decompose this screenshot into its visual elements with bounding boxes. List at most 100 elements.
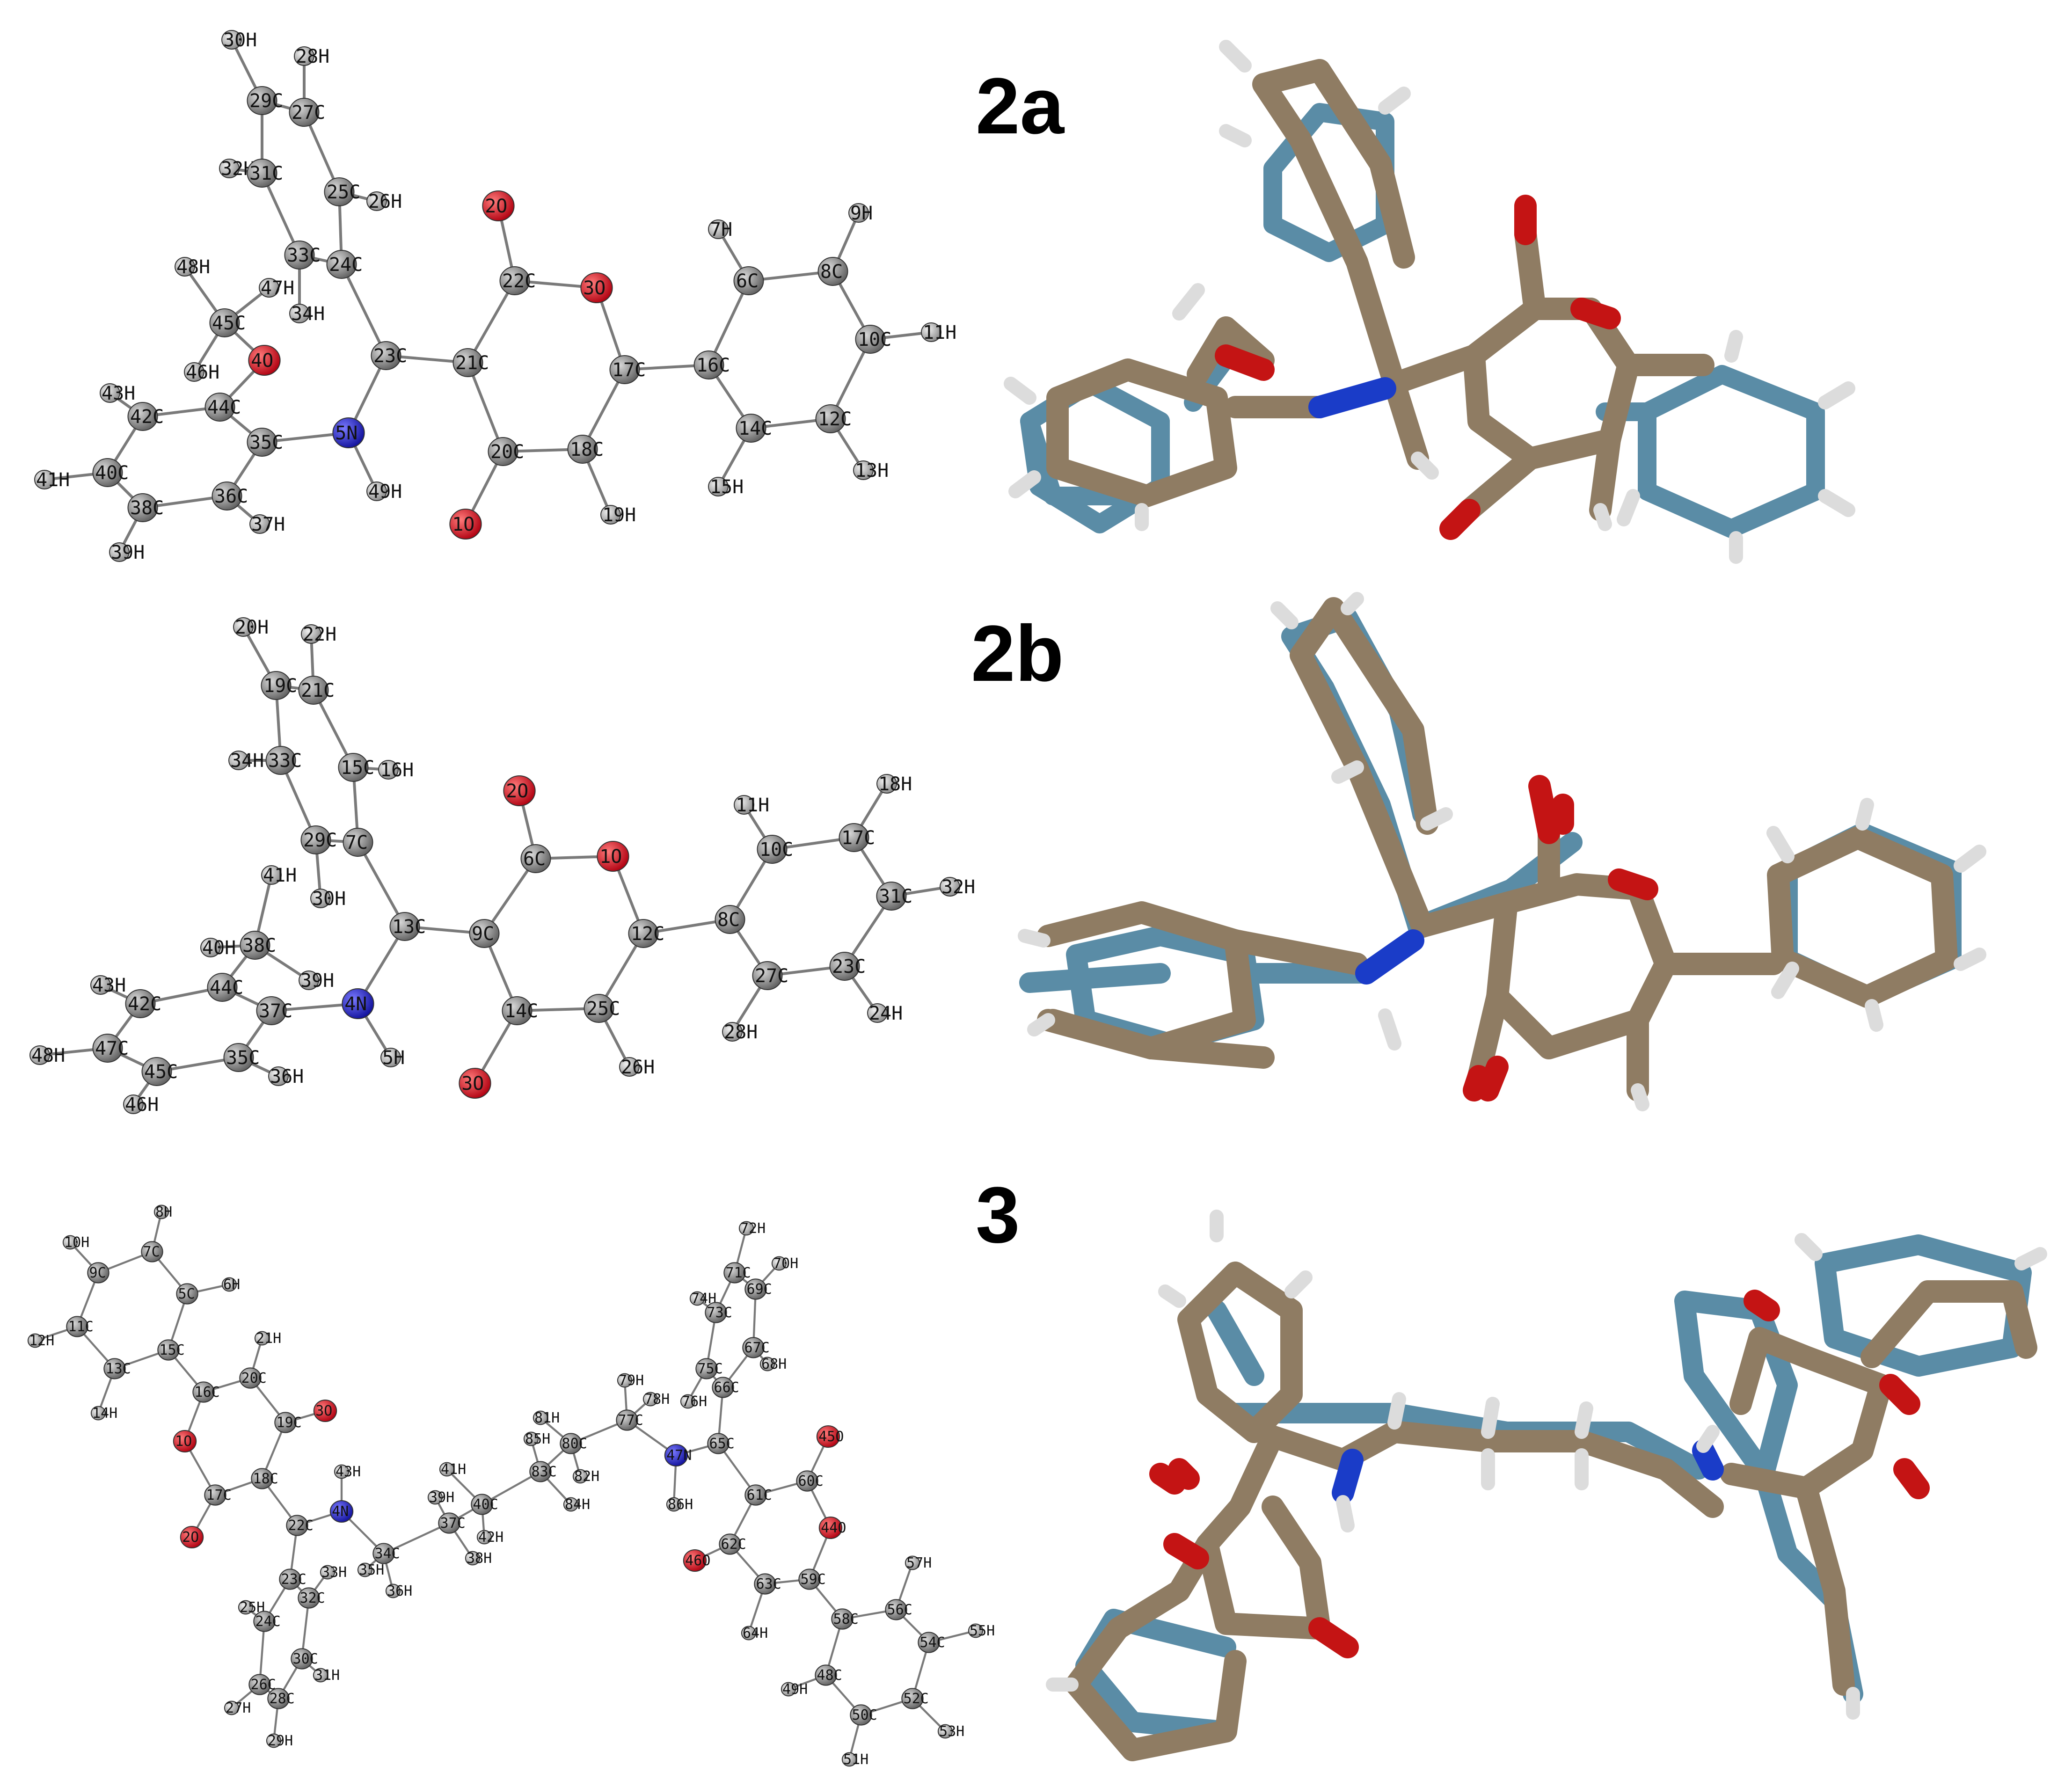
atom-34C: 34C [372,1543,400,1564]
atom-37C: 37C [438,1512,466,1534]
atom-38C: 38C [240,931,276,960]
atom-ball [680,1394,696,1409]
atom-ball [715,905,745,934]
atom-ball [465,1551,481,1566]
atom-label: 19C [263,675,297,697]
atom-label: 46H [125,1094,159,1116]
atom-31C: 31C [876,882,912,911]
atom-label: 20C [241,1370,267,1386]
atom-ball [796,1470,818,1492]
atom-ball [279,1568,301,1590]
atom-31C: 31C [247,159,283,188]
atom-6H: 6H [221,1277,240,1293]
atom-16C: 16C [693,350,730,379]
atom-53H: 53H [937,1723,964,1740]
atom-label: 10H [64,1234,89,1251]
atom-ball [87,1262,109,1284]
atom-label: 28H [724,1021,758,1043]
atom-label: 31H [314,1667,340,1684]
atom-28H: 28H [722,1021,758,1043]
atom-11H: 11H [734,795,769,816]
atom-34H: 34H [289,303,325,325]
atom-ball [831,1608,854,1630]
atom-ball [476,1530,492,1545]
atom-ball [469,919,500,948]
atom-label: 29C [249,90,283,112]
atom-ball [157,1339,180,1361]
atom-27C: 27C [289,98,325,127]
atom-label: 34C [375,1546,400,1562]
atom-23C: 23C [829,952,866,981]
atom-ball [885,1599,907,1620]
atom-label: 47H [261,277,294,299]
atom-ball [723,1262,746,1284]
atom-label: 17C [206,1487,232,1503]
atom-label: 25C [327,182,360,203]
atom-ball [385,1583,401,1598]
atom-ball [261,671,292,700]
atom-ball [850,1704,872,1726]
atom-ball [291,1648,313,1670]
atom-label: 49H [782,1681,808,1698]
atom-64H: 64H [741,1625,768,1641]
atom-ball [66,1316,88,1337]
atom-ball [180,1525,204,1549]
atom-label: 79H [619,1372,644,1389]
atom-40C: 40C [92,458,129,487]
atom-ball [343,828,373,857]
atom-label: 39H [429,1489,454,1506]
atom-ball [617,1373,633,1388]
atom-label: 30H [312,888,346,910]
atom-54C: 54C [918,1632,945,1653]
atom-label: 52C [904,1691,929,1707]
atom-label: 39H [300,970,334,992]
atom-label: 27C [755,965,788,987]
atom-label: 35C [249,432,283,453]
atom-76H: 76H [680,1393,707,1410]
atom-label: 58C [833,1611,859,1627]
atom-label: 84H [565,1496,590,1513]
atom-label: 14C [504,1000,538,1022]
atom-17C: 17C [204,1484,232,1506]
atom-12C: 12C [628,919,664,948]
atom-label: 42C [130,406,164,428]
atom-15C: 15C [338,753,374,782]
atom-ball [313,1668,328,1683]
atom-39H: 39H [109,542,145,563]
atom-ball [90,975,111,995]
panel-label-2a: 2a [976,62,1065,151]
atom-1O: 1O [449,509,482,540]
atom-ball [259,278,279,298]
atom-ball [738,1221,754,1236]
atom-47H: 47H [259,277,294,299]
atom-ball [313,1399,337,1423]
atom-ball [482,190,515,221]
panel-3-ortep: 8H10H7C9C5C6H12H11C15C21H13C16C20C3O14H1… [27,1204,995,1768]
atom-ball [378,760,399,780]
atom-label: 7H [710,219,732,241]
atom-ball [741,1626,757,1641]
atom-85H: 85H [523,1431,550,1447]
atom-56C: 56C [885,1599,912,1620]
atom-label: 13C [106,1361,131,1377]
atom-label: 46H [186,362,219,383]
atom-44C: 44C [207,973,243,1002]
atom-ball [503,775,536,806]
atom-label: 21C [455,352,489,374]
atom-48H: 48H [175,256,210,278]
atom-label: 18H [878,773,912,795]
atom-label: 5H [382,1047,405,1069]
atom-label: 80C [562,1436,587,1452]
atom-label: 3O [315,1403,332,1419]
atom-label: 12C [631,923,664,945]
atom-29C: 29C [247,86,283,115]
atom-label: 20C [490,441,524,463]
atom-ball [759,1357,775,1371]
atom-ball [289,304,310,323]
atom-ball [666,1497,682,1512]
atom-ball [848,203,869,223]
atom-label: 44O [821,1520,846,1536]
atom-41H: 41H [261,865,297,886]
atom-label: 35H [359,1562,384,1578]
